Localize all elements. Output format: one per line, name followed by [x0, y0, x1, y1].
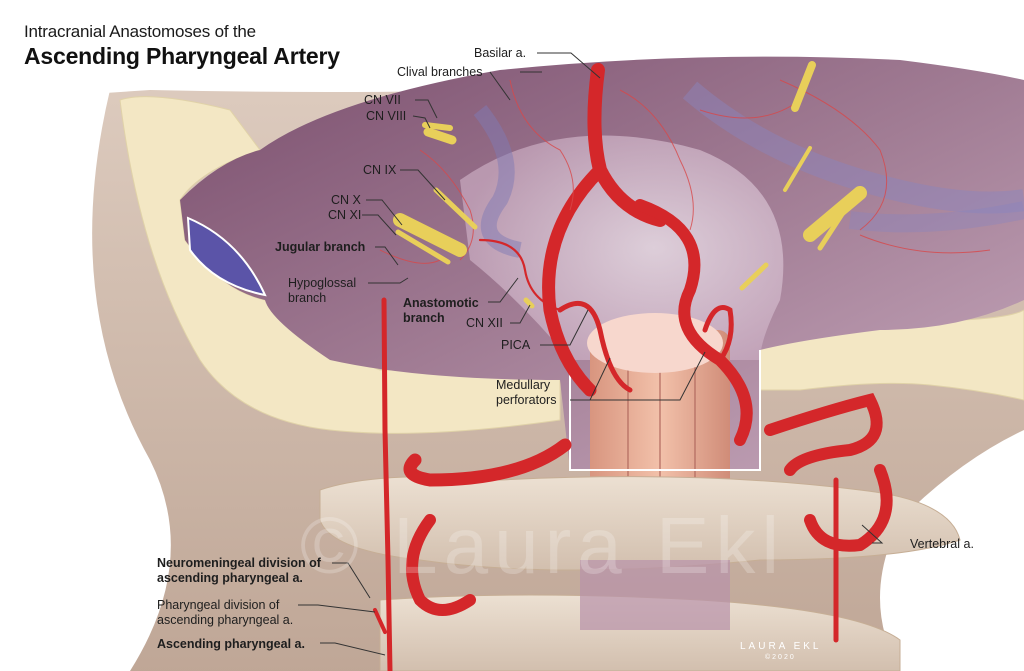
artist-signature: LAURA EKL	[740, 641, 822, 652]
label-hypoglossal-branch: Hypoglossal branch	[288, 276, 356, 306]
label-ascending-pharyngeal: Ascending pharyngeal a.	[157, 637, 305, 651]
title-line1: Intracranial Anastomoses of the	[24, 22, 256, 41]
label-neuromeningeal-division: Neuromeningeal division of ascending pha…	[157, 556, 321, 586]
label-anastomotic-line2: branch	[403, 311, 445, 325]
label-clival-branches: Clival branches	[397, 65, 483, 79]
label-medullary-line1: Medullary	[496, 378, 551, 392]
label-cn10: CN X	[331, 193, 361, 207]
label-pharyngeal-line2: ascending pharyngeal a.	[157, 613, 294, 627]
label-anastomotic-branch: Anastomotic branch	[403, 296, 479, 326]
watermark: © Laura Ekl	[300, 501, 786, 590]
label-vertebral: Vertebral a.	[910, 537, 974, 551]
label-jugular-branch: Jugular branch	[275, 240, 366, 254]
label-cn12: CN XII	[466, 316, 503, 330]
label-hypoglossal-line2: branch	[288, 291, 327, 305]
label-pica: PICA	[501, 338, 531, 352]
label-cn11: CN XI	[328, 208, 362, 222]
label-cn8: CN VIII	[366, 109, 407, 123]
label-neuromeningeal-line2: ascending pharyngeal a.	[157, 571, 303, 585]
label-cn9: CN IX	[363, 163, 397, 177]
label-neuromeningeal-line1: Neuromeningeal division of	[157, 556, 321, 570]
label-medullary-perforators: Medullary perforators	[496, 378, 556, 408]
copyright-year: ©2020	[765, 654, 796, 661]
page-title: Ascending Pharyngeal Artery	[24, 43, 340, 69]
label-pharyngeal-division: Pharyngeal division of ascending pharyng…	[157, 598, 293, 628]
label-medullary-line2: perforators	[496, 393, 557, 407]
label-hypoglossal-line1: Hypoglossal	[288, 276, 357, 290]
label-anastomotic-line1: Anastomotic	[403, 296, 479, 310]
label-pharyngeal-line1: Pharyngeal division of	[157, 598, 280, 612]
label-basilar: Basilar a.	[474, 46, 527, 60]
label-cn7: CN VII	[364, 93, 401, 107]
